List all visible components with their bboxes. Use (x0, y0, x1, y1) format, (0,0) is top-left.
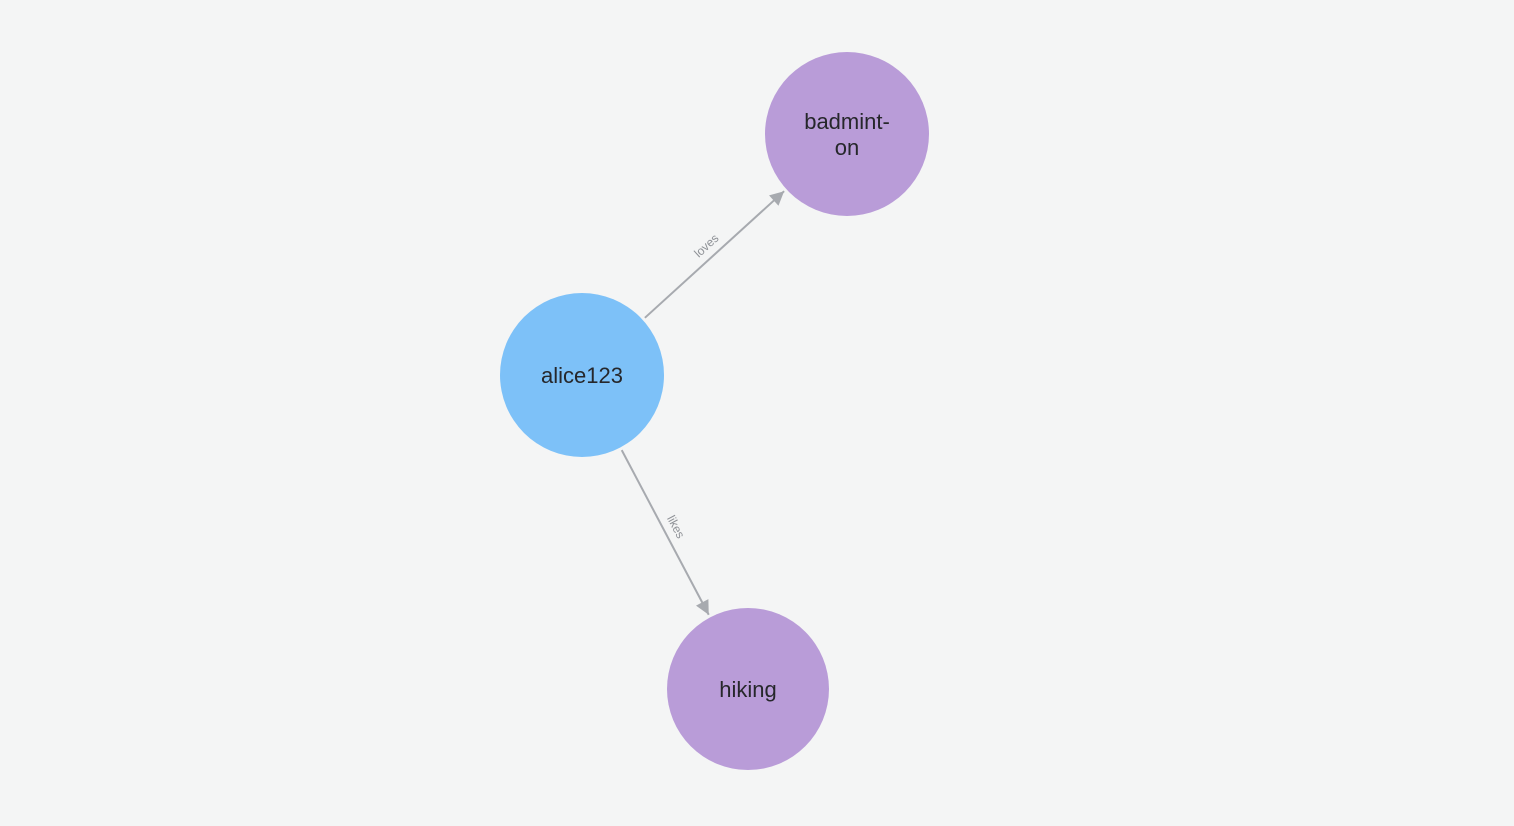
graph-node-badminton[interactable] (765, 52, 929, 216)
graph-node-alice123[interactable] (500, 293, 664, 457)
graph-edge-likes[interactable] (620, 449, 710, 616)
graph-node-hiking[interactable] (667, 608, 829, 770)
graph-edge-loves[interactable] (644, 190, 785, 319)
